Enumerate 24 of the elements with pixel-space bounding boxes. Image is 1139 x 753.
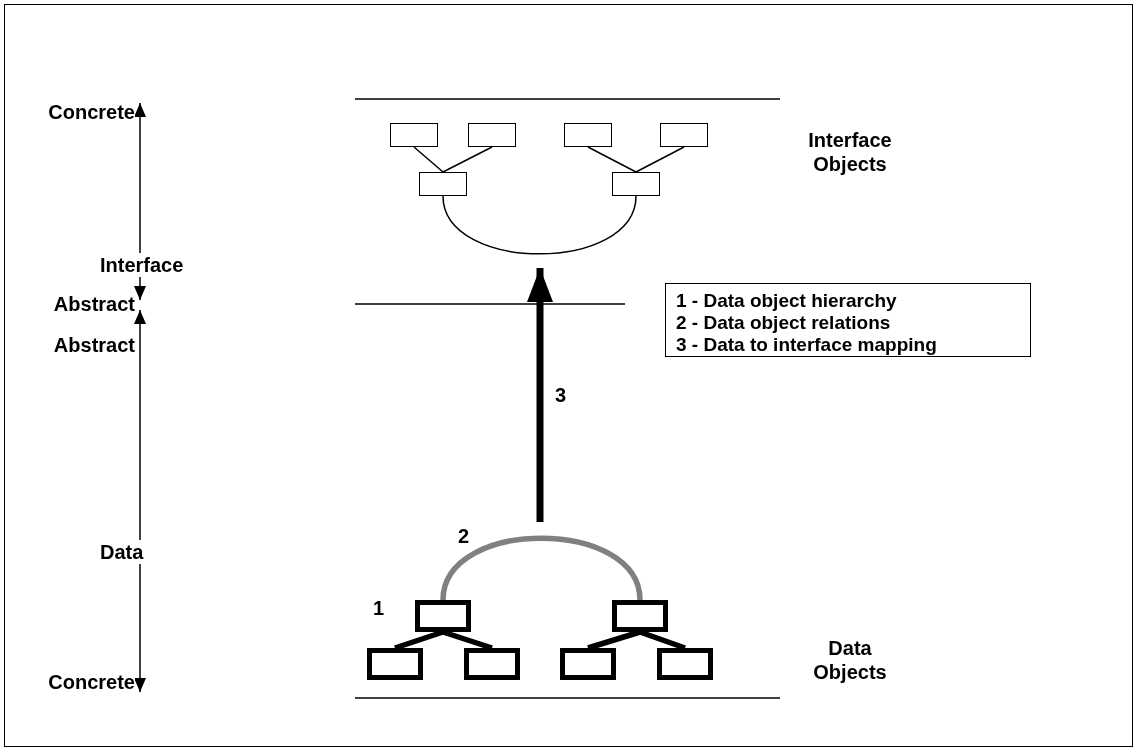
axis-label: Interface (100, 253, 184, 277)
key-entry: 2 - Data object relations (676, 312, 892, 334)
data-object-box (657, 648, 713, 680)
interface-object-box (390, 123, 438, 147)
key-entry: 1 - Data object hierarchy (676, 290, 898, 312)
key-box (665, 283, 1031, 357)
data-object-box (612, 600, 668, 632)
connector-line (413, 146, 444, 173)
interface-object-box (468, 123, 516, 147)
interface-object-box (660, 123, 708, 147)
connector-line (587, 146, 637, 173)
data-object-box (464, 648, 520, 680)
connector-line (635, 146, 685, 173)
relation-arc (440, 535, 643, 601)
interface-object-box (612, 172, 660, 196)
data-object-box (560, 648, 616, 680)
layer-label: Data (100, 540, 144, 564)
connector-line (442, 146, 493, 173)
interface-object-box (564, 123, 612, 147)
key-entry: 3 - Data to interface mapping (676, 334, 938, 356)
relation-arc (442, 195, 637, 255)
interface-object-box (419, 172, 467, 196)
data-object-box (367, 648, 423, 680)
data-object-box (415, 600, 471, 632)
